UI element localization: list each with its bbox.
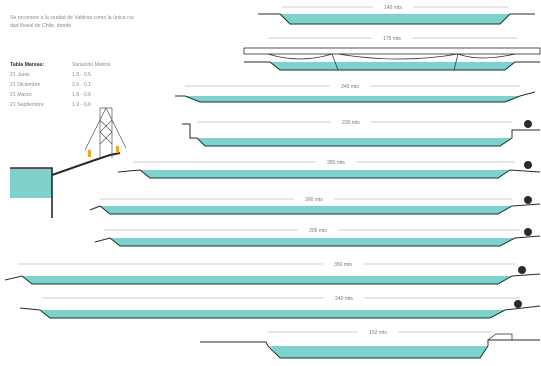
- tide-date: 21 Diciembre: [10, 82, 41, 88]
- bridge-arches: [267, 53, 516, 71]
- tree-icon: [514, 300, 522, 308]
- intro-line-2: dad fluvial de Chile, donde: [10, 23, 72, 29]
- dimension-label-bg: [331, 118, 371, 126]
- section-water: [140, 170, 510, 178]
- section-water: [110, 238, 515, 246]
- river-section: 280 mts: [117, 158, 541, 179]
- dimension-label-bg: [316, 158, 356, 166]
- section-water: [197, 138, 512, 146]
- section-water: [270, 346, 488, 358]
- marker-left: [88, 150, 91, 157]
- river-section: 152 mts: [200, 328, 540, 359]
- tree-icon: [524, 161, 532, 169]
- section-width-label: 230 mts: [342, 120, 360, 126]
- tree-icon: [524, 228, 532, 236]
- quay-wall: [10, 167, 53, 218]
- section-width-label: 206 mts: [309, 228, 327, 234]
- section-profile: [19, 305, 541, 319]
- tide-table-header: Tabla Mareas: Variación Metros: [10, 60, 111, 70]
- section-profile: [94, 235, 541, 247]
- dimension-label-bg: [298, 226, 338, 234]
- section-water: [185, 96, 520, 102]
- river-section: 300 mts: [89, 195, 541, 215]
- tide-date: 21 Junio: [10, 72, 30, 78]
- tide-value: 1.9 - 0.6: [72, 102, 92, 108]
- section-profile: [89, 203, 541, 215]
- river-section: 230 mts: [182, 118, 540, 147]
- section-width-label: 240 mts: [341, 84, 359, 90]
- section-water: [270, 62, 515, 70]
- section-profile: [258, 13, 535, 25]
- tide-row: 21 Diciembre 2.0 - 0.1: [10, 80, 111, 90]
- dimension-label-bg: [294, 195, 334, 203]
- tide-value: 1.6 - 0.6: [72, 92, 92, 98]
- section-water: [22, 276, 512, 284]
- section-width-label: 145 mts: [384, 5, 402, 11]
- dimension-label-bg: [323, 260, 363, 268]
- tide-header-date: Tabla Mareas:: [10, 62, 45, 68]
- section-profile: [117, 169, 541, 179]
- dimension-label-bg: [373, 3, 413, 11]
- quay-illustration: [10, 107, 127, 218]
- river-section: 206 mts: [94, 226, 541, 247]
- bridge-deck: [243, 47, 541, 55]
- river-section: 350 mts: [4, 260, 541, 285]
- river-section: 145 mts: [258, 3, 535, 25]
- section-water: [280, 14, 510, 24]
- section-profile: [182, 123, 540, 147]
- river-section: 240 mts: [175, 82, 536, 103]
- tide-row: 21 Marzo 1.6 - 0.6: [10, 90, 111, 100]
- tide-header-variation: Variación Metros: [72, 62, 111, 68]
- section-water: [40, 310, 505, 318]
- tide-row: 21 Junio 1.5 - 0.5: [10, 70, 111, 80]
- section-width-label: 152 mts: [369, 330, 387, 336]
- section-water: [100, 206, 512, 214]
- tide-value: 1.5 - 0.5: [72, 72, 92, 78]
- quay-ground: [51, 152, 121, 176]
- section-width-label: 175 mts: [383, 36, 401, 42]
- tide-value: 2.0 - 0.1: [72, 82, 92, 88]
- section-profile: [175, 91, 536, 103]
- dimension-label-bg: [330, 82, 370, 90]
- intro-line-1: Se reconoce a la ciudad de Valdivia como…: [10, 15, 134, 21]
- crane-icon: [84, 107, 127, 158]
- marker-right: [116, 146, 119, 153]
- intro-text: Se reconoce a la ciudad de Valdivia como…: [10, 14, 180, 30]
- dimension-label-bg: [358, 328, 398, 336]
- tide-table: Tabla Mareas: Variación Metros 21 Junio …: [10, 60, 111, 110]
- tree-icon: [524, 120, 532, 128]
- dimension-label-bg: [372, 34, 412, 42]
- section-width-label: 280 mts: [327, 160, 345, 166]
- section-profile: [244, 61, 540, 71]
- bank-structure: [487, 333, 513, 341]
- river-section: 240 mts: [19, 294, 541, 319]
- dimension-label-bg: [324, 294, 364, 302]
- section-profile: [4, 273, 541, 285]
- tide-date: 21 Marzo: [10, 92, 32, 98]
- tide-date: 21 Septiembre: [10, 102, 44, 108]
- tide-row: 21 Septiembre 1.9 - 0.6: [10, 100, 111, 110]
- river-section: 175 mts: [243, 34, 541, 71]
- section-width-label: 350 mts: [334, 262, 352, 268]
- quay-water: [10, 168, 52, 198]
- tree-icon: [524, 196, 532, 204]
- section-profile: [200, 339, 540, 359]
- section-width-label: 300 mts: [305, 197, 323, 203]
- tree-icon: [518, 266, 526, 274]
- section-width-label: 240 mts: [335, 296, 353, 302]
